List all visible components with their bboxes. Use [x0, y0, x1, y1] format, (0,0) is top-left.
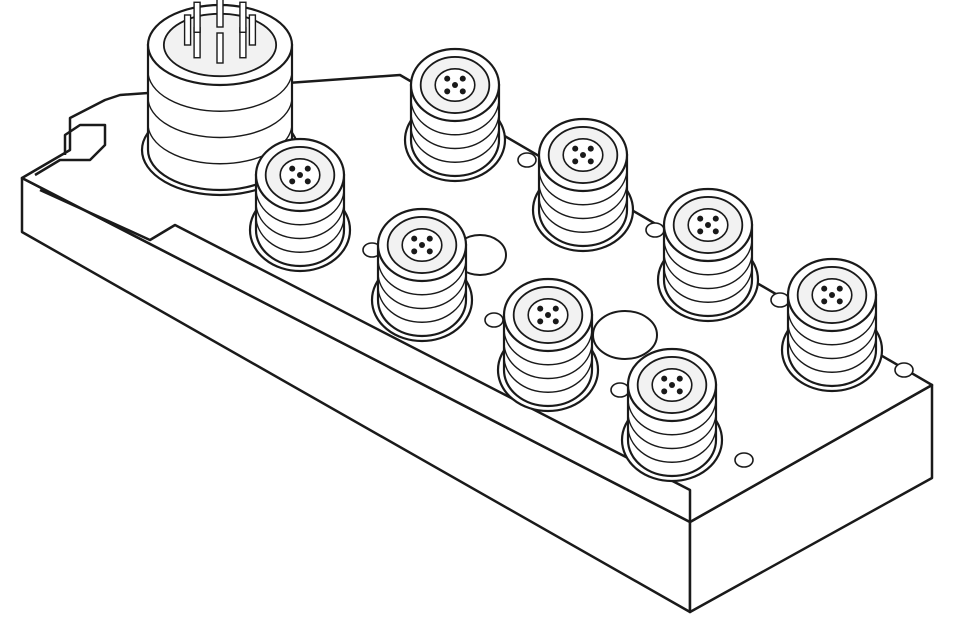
pin-hole: [289, 165, 296, 172]
pin: [193, 1, 201, 33]
pin-hole: [304, 178, 311, 185]
connector-groove: [627, 412, 717, 450]
connector-groove: [410, 112, 500, 150]
pin-hole: [426, 248, 433, 255]
pin: [216, 0, 224, 28]
led-indicator: [734, 452, 754, 468]
connector-groove: [663, 238, 753, 276]
pin-hole: [836, 285, 843, 292]
led-indicator: [517, 152, 537, 168]
led-indicator: [645, 222, 665, 238]
led-indicator: [484, 312, 504, 328]
port-connector: [496, 277, 630, 413]
port-connector: [403, 47, 537, 183]
pin-hole: [712, 228, 719, 235]
pin-hole: [829, 292, 835, 298]
connector-groove: [377, 272, 467, 310]
pin-hole: [697, 228, 704, 235]
led-indicator: [770, 292, 790, 308]
pin-hole: [289, 178, 296, 185]
port-connector: [780, 257, 914, 393]
pin-hole: [676, 375, 683, 382]
pin-hole: [676, 388, 683, 395]
connector-groove: [147, 97, 293, 139]
pin: [248, 14, 257, 46]
connector-groove: [627, 398, 717, 436]
connector-groove: [377, 286, 467, 323]
pin-hole: [419, 242, 425, 248]
connector-groove: [538, 182, 628, 220]
pin-hole: [411, 248, 418, 255]
connector-groove: [663, 266, 753, 303]
main-connector: [140, 0, 300, 197]
pin-hole: [821, 298, 828, 305]
mounting-hole: [592, 310, 658, 360]
port-connector: [370, 207, 504, 343]
connector-groove: [538, 196, 628, 233]
pin-hole: [661, 388, 668, 395]
pin-hole: [669, 382, 675, 388]
pin-hole: [705, 222, 711, 228]
connector-groove: [538, 168, 628, 206]
port-connector: [531, 117, 665, 253]
pin: [216, 32, 224, 64]
connector-groove: [410, 98, 500, 136]
pin: [183, 14, 192, 46]
pin: [239, 1, 247, 33]
led-indicator: [894, 362, 914, 378]
connector-groove: [255, 202, 345, 240]
pin-hole: [712, 215, 719, 222]
pin-hole: [297, 172, 303, 178]
connector-groove: [503, 328, 593, 366]
pin-hole: [411, 235, 418, 242]
pin-hole: [661, 375, 668, 382]
pin-hole: [572, 145, 579, 152]
pin-hole: [537, 318, 544, 325]
connector-groove: [255, 188, 345, 226]
ports: [140, 0, 914, 483]
mounting-tab: [34, 123, 107, 177]
pin-hole: [452, 82, 458, 88]
port-connector: [656, 187, 790, 323]
pin-hole: [459, 88, 466, 95]
pin-hole: [444, 75, 451, 82]
pin-hole: [426, 235, 433, 242]
connector-groove: [503, 356, 593, 393]
port-connector: [620, 347, 754, 483]
pin-hole: [545, 312, 551, 318]
connector-groove: [663, 252, 753, 290]
connector-groove: [787, 308, 877, 346]
led-indicator: [610, 382, 630, 398]
pin-hole: [552, 318, 559, 325]
connector-groove: [503, 342, 593, 380]
housing-step-edge: [39, 188, 692, 522]
pin-hole: [580, 152, 586, 158]
pin-hole: [444, 88, 451, 95]
pin-hole: [587, 145, 594, 152]
pin-hole: [836, 298, 843, 305]
connector-groove: [147, 71, 293, 112]
pin-hole: [459, 75, 466, 82]
pin-hole: [552, 305, 559, 312]
connector-groove: [377, 258, 467, 296]
port-connector: [248, 137, 382, 273]
connector-groove: [627, 426, 717, 463]
pin-hole: [587, 158, 594, 165]
connector-groove: [787, 336, 877, 373]
connector-groove: [787, 322, 877, 360]
pin-hole: [572, 158, 579, 165]
connector-groove: [255, 216, 345, 253]
pin-hole: [821, 285, 828, 292]
pin-hole: [697, 215, 704, 222]
connector-groove: [410, 126, 500, 163]
pin-hole: [537, 305, 544, 312]
pin-hole: [304, 165, 311, 172]
